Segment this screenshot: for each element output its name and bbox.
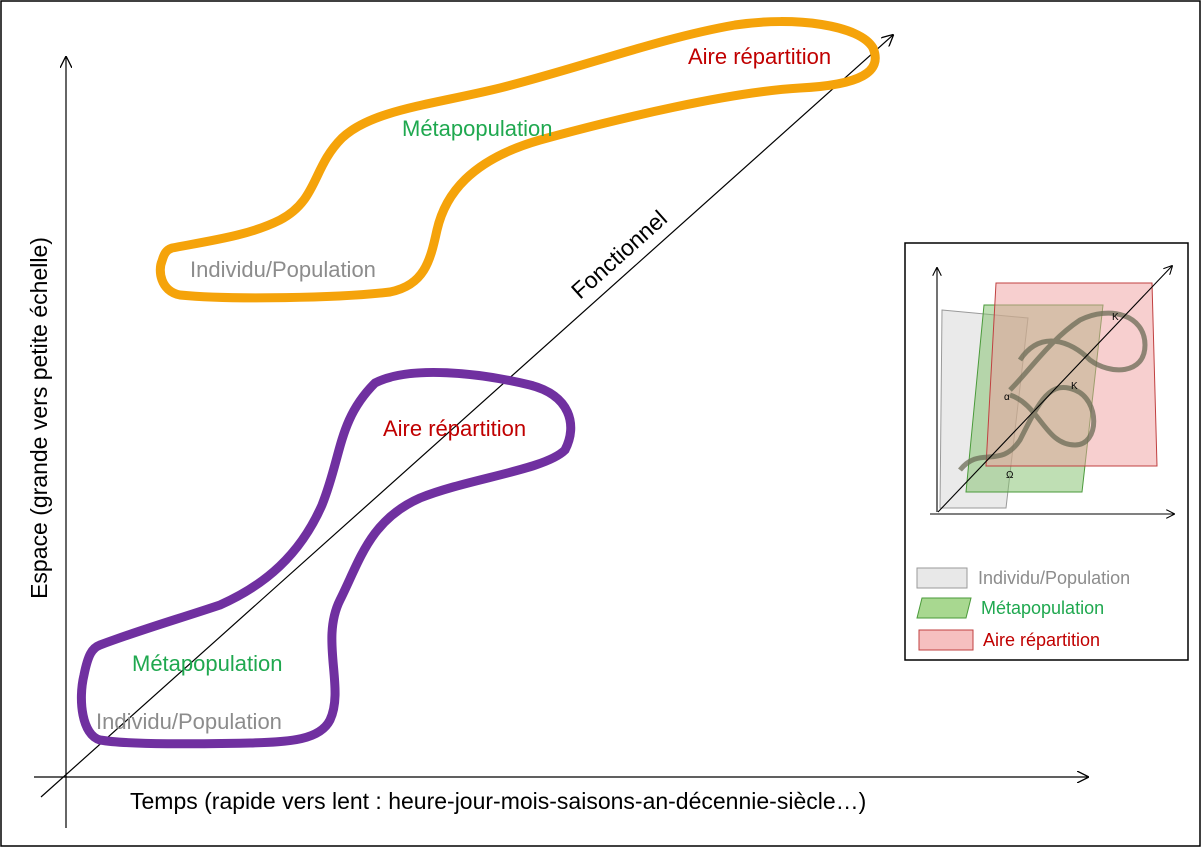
diagonal-line <box>40 35 893 798</box>
inset-alpha-glyph: α <box>1004 392 1010 403</box>
inset-k-lower-glyph: K <box>1071 381 1078 392</box>
orange-individu-label: Individu/Population <box>190 257 376 282</box>
orange-aire-label: Aire répartition <box>688 44 831 69</box>
main-axes <box>34 35 1088 828</box>
inset-legend: Individu/Population Métapopulation Aire … <box>916 567 1130 651</box>
ribbon-upper <box>1008 310 1148 392</box>
y-axis-label: Espace (grande vers petite échelle) <box>26 237 52 599</box>
legend-swatch-metapopulation <box>916 597 972 619</box>
legend-label-individu: Individu/Population <box>978 568 1130 588</box>
inset-ribbon <box>958 310 1148 472</box>
legend-label-metapopulation: Métapopulation <box>981 598 1104 618</box>
legend-label-aire: Aire répartition <box>983 630 1100 650</box>
inset-panel: α K K Ω Individu/Population Métapopulati… <box>904 242 1189 661</box>
purple-aire-label: Aire répartition <box>383 416 526 441</box>
orange-metapopulation-label: Métapopulation <box>402 116 552 141</box>
x-axis-label: Temps (rapide vers lent : heure-jour-moi… <box>130 788 866 814</box>
purple-loop <box>76 368 576 749</box>
diagonal-label: Fonctionnel <box>566 205 672 304</box>
inset-omega-glyph: Ω <box>1006 470 1014 481</box>
inset-diagonal <box>937 266 1172 513</box>
orange-loop <box>155 17 880 303</box>
inset-panel-aire <box>985 282 1158 467</box>
purple-metapopulation-label: Métapopulation <box>132 651 282 676</box>
ribbon-lower <box>958 385 1097 472</box>
legend-swatch-individu <box>916 567 968 589</box>
purple-individu-label: Individu/Population <box>96 709 282 734</box>
legend-swatch-aire <box>918 629 974 651</box>
inset-k-upper-glyph: K <box>1112 312 1119 323</box>
